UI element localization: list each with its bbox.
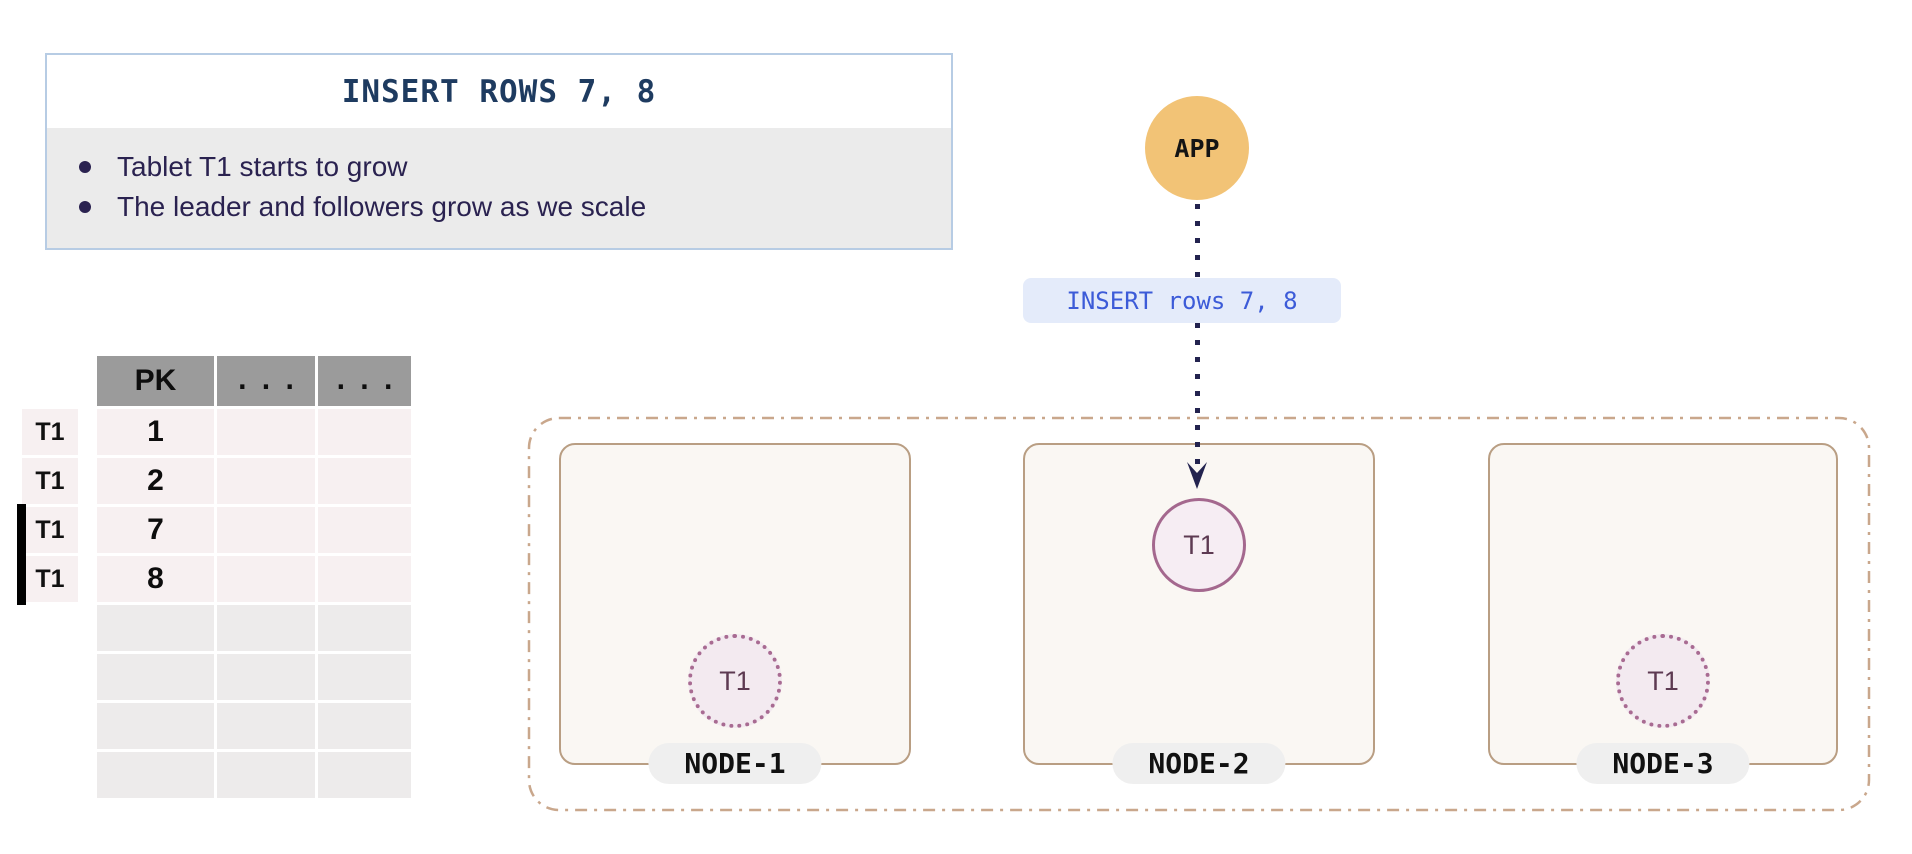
- node-box-1: T1 NODE-1: [559, 443, 911, 784]
- tablet-circle-follower: T1: [688, 634, 782, 728]
- table-cell: [318, 458, 411, 504]
- insert-dotted-line: [1195, 204, 1200, 464]
- table-cell: [318, 507, 411, 553]
- empty-table-cell: [97, 752, 214, 798]
- empty-table-cell: [217, 752, 315, 798]
- tablet-label-cell: T1: [22, 409, 78, 455]
- empty-table-cell: [318, 605, 411, 651]
- tablet-label: T1: [35, 417, 65, 446]
- empty-table-cell: [318, 703, 411, 749]
- empty-table-cell: [318, 752, 411, 798]
- pk-table: PK ... ... 1 2 7 8: [97, 356, 411, 798]
- table-cell: [217, 556, 315, 602]
- tablet-label: T1: [35, 515, 65, 544]
- table-header-cell: ...: [217, 356, 315, 406]
- tablet-label-cell: T1: [22, 458, 78, 504]
- bullet-text: The leader and followers grow as we scal…: [117, 191, 647, 222]
- empty-table-cell: [97, 654, 214, 700]
- tablet-circle-follower: T1: [1616, 634, 1710, 728]
- empty-table-cell: [217, 654, 315, 700]
- empty-table-cell: [97, 703, 214, 749]
- table-cell: [217, 507, 315, 553]
- node-box-2: T1 NODE-2: [1023, 443, 1375, 784]
- table-cell: [217, 409, 315, 455]
- app-label: APP: [1174, 133, 1220, 163]
- table-cell: [318, 556, 411, 602]
- bullet-icon: [79, 161, 91, 173]
- table-header-cell: PK: [97, 356, 214, 406]
- info-box: INSERT ROWS 7, 8 Tablet T1 starts to gro…: [45, 53, 953, 250]
- node-label-pill: NODE-2: [1112, 743, 1286, 784]
- table-header-cell: ...: [318, 356, 411, 406]
- tablet-circle-leader: T1: [1152, 498, 1246, 592]
- table-cell-pk: 1: [97, 409, 214, 455]
- tablet-label-cell: T1: [17, 553, 78, 605]
- empty-table-cell: [217, 605, 315, 651]
- node-label-pill: NODE-1: [648, 743, 822, 784]
- empty-table-cell: [318, 654, 411, 700]
- tablet-circle-label: T1: [1647, 665, 1679, 696]
- new-row-marker: [17, 553, 26, 605]
- insert-query-label: INSERT rows 7, 8: [1023, 278, 1341, 323]
- node-label-pill: NODE-3: [1576, 743, 1750, 784]
- tablet-label: T1: [35, 564, 65, 593]
- table-cell-pk: 2: [97, 458, 214, 504]
- arrowhead-down-icon: [1187, 462, 1207, 489]
- table-cell: [318, 409, 411, 455]
- empty-table-cell: [217, 703, 315, 749]
- tablet-label-cell: T1: [17, 504, 78, 556]
- bullet-item: The leader and followers grow as we scal…: [79, 188, 931, 226]
- tablet-circle-label: T1: [1183, 529, 1215, 560]
- table-cell: [217, 458, 315, 504]
- info-box-bullet-list: Tablet T1 starts to grow The leader and …: [47, 128, 951, 248]
- node-box-3: T1 NODE-3: [1488, 443, 1838, 784]
- table-cell-pk: 7: [97, 507, 214, 553]
- bullet-text: Tablet T1 starts to grow: [117, 151, 408, 182]
- new-row-marker: [17, 504, 26, 556]
- empty-table-cell: [97, 605, 214, 651]
- tablet-label: T1: [35, 466, 65, 495]
- table-cell-pk: 8: [97, 556, 214, 602]
- tablet-circle-label: T1: [719, 665, 751, 696]
- info-box-title: INSERT ROWS 7, 8: [341, 73, 657, 110]
- bullet-item: Tablet T1 starts to grow: [79, 148, 931, 186]
- bullet-icon: [79, 201, 91, 213]
- app-node: APP: [1145, 96, 1249, 200]
